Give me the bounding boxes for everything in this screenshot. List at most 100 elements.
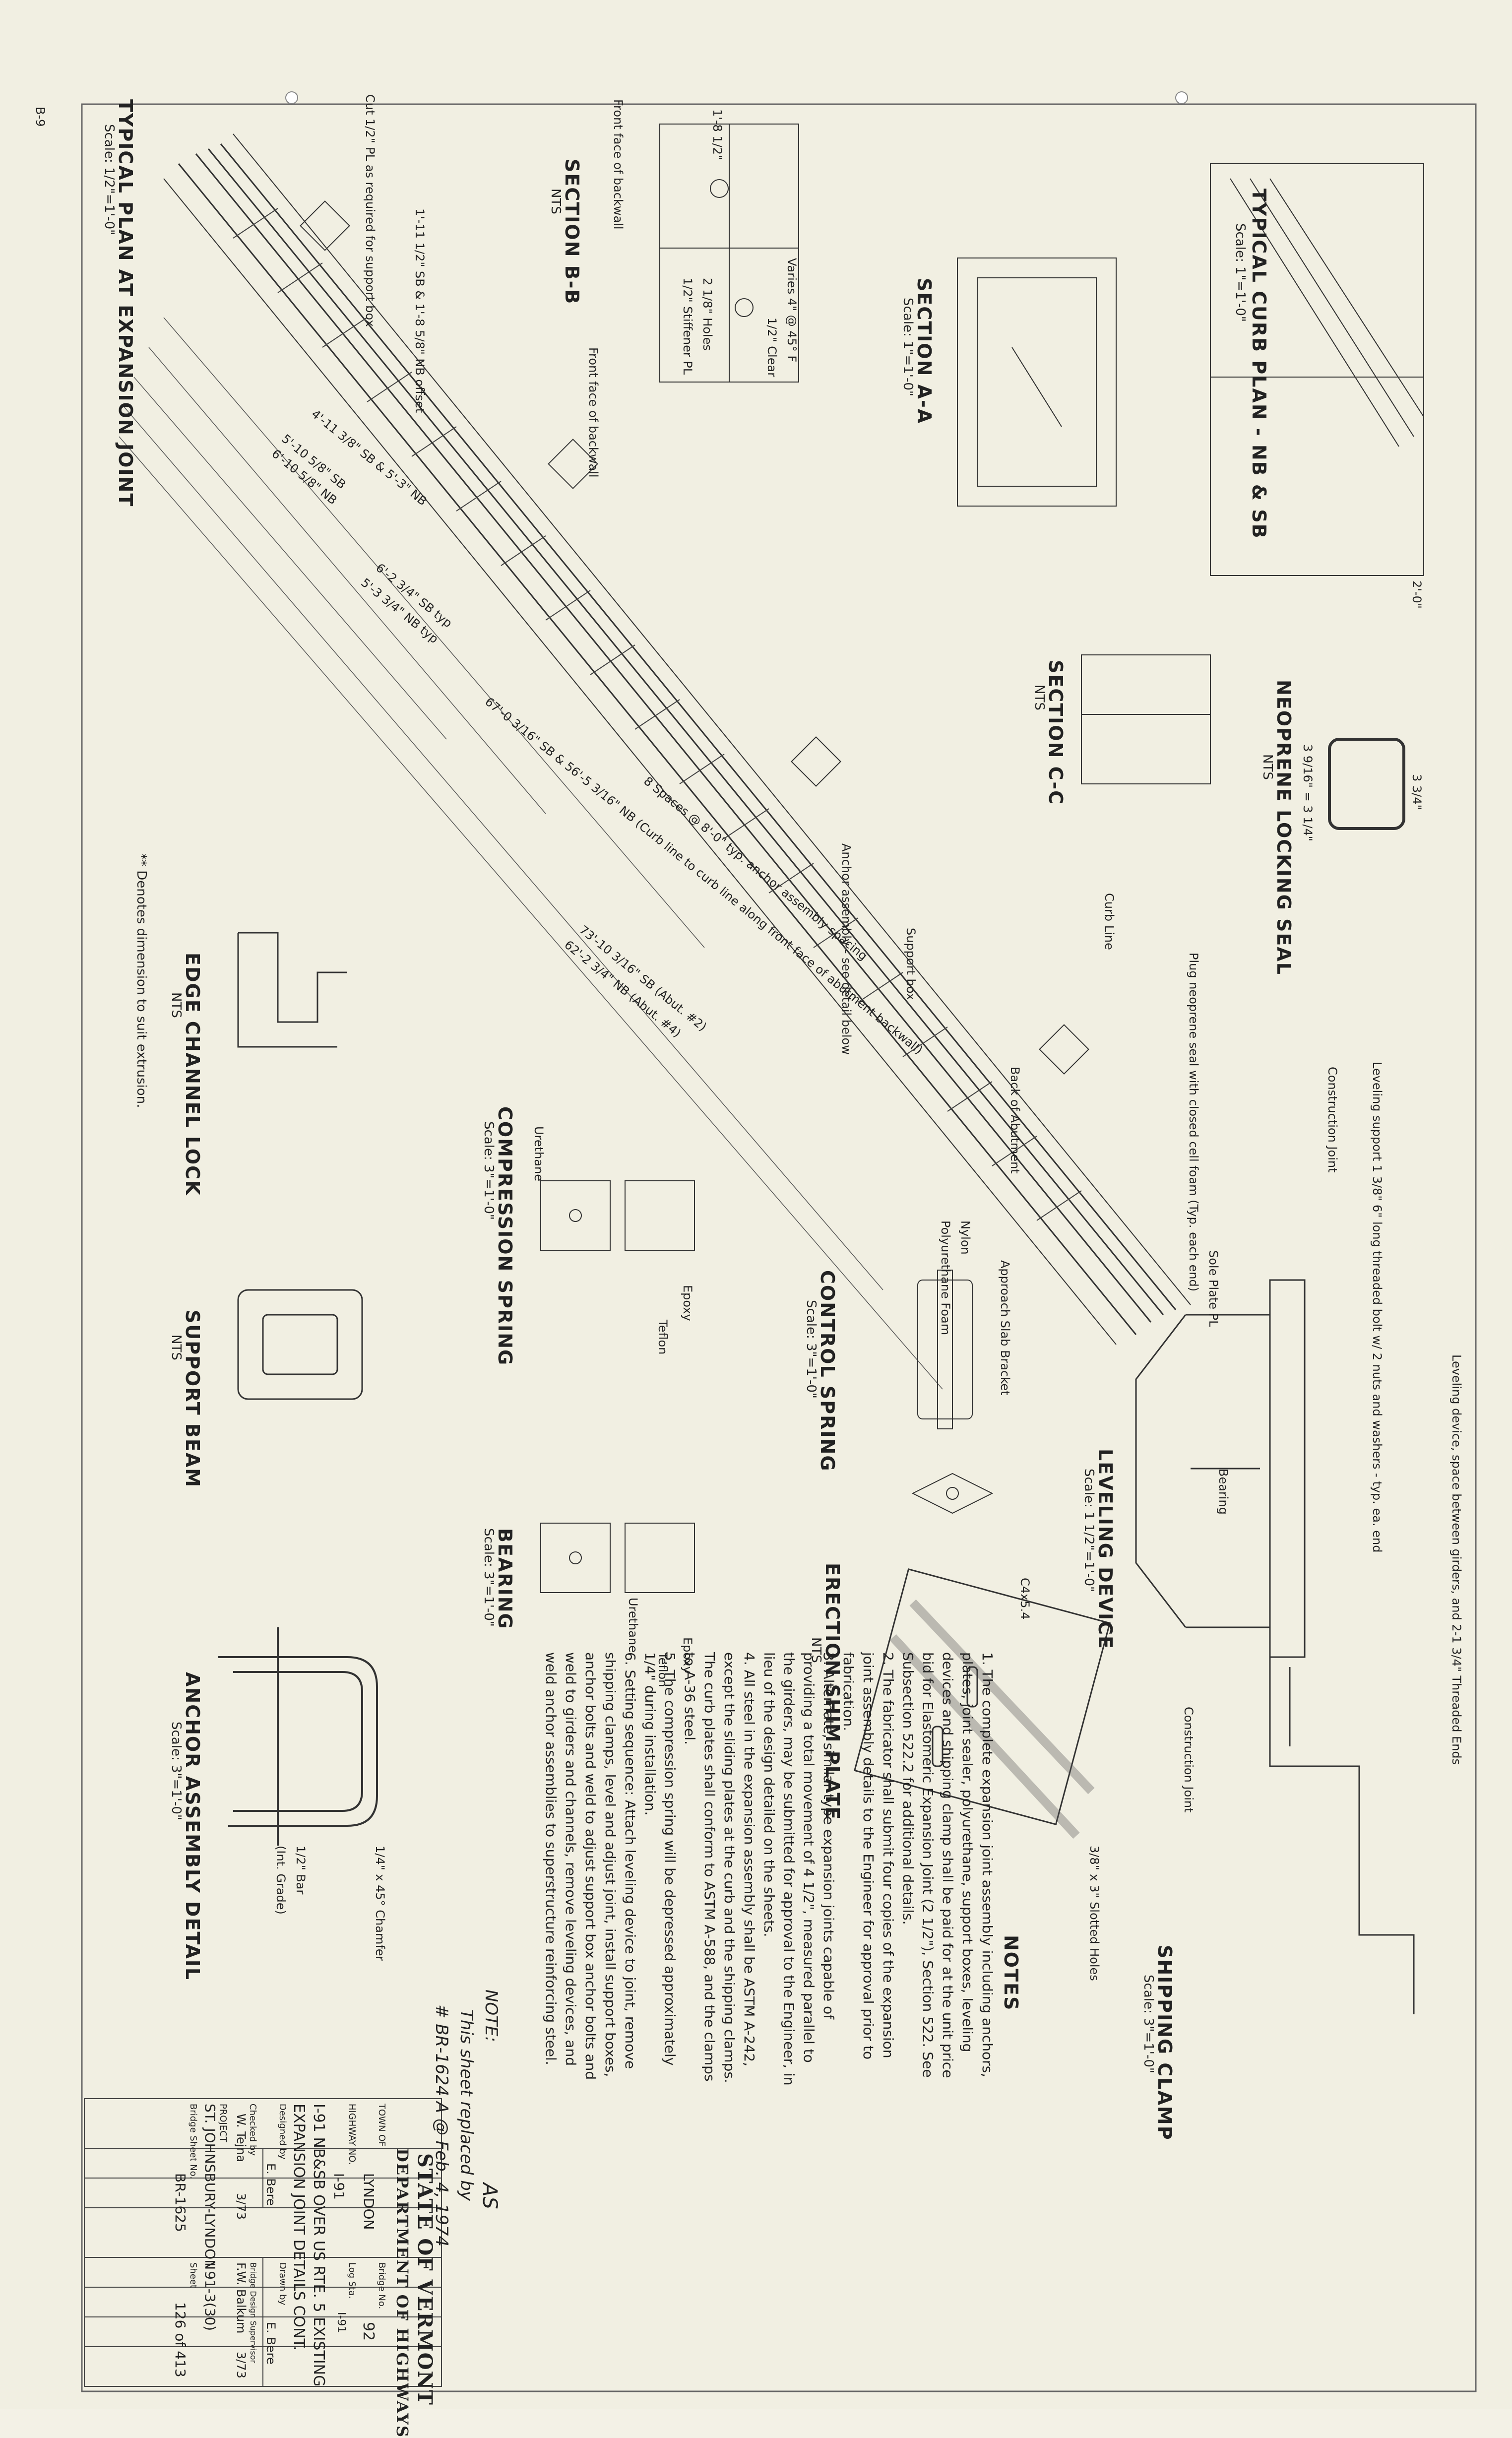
scale-edge-channel-lock: NTS [169,992,184,1018]
callout-chamfer: 1/4" x 45° Chamfer [373,1846,387,1961]
title-project-label: PROJECT [218,2104,228,2142]
typical-curb-plan [1210,163,1424,576]
edge-channel-lock [237,932,347,1048]
note-item: 5. The compression spring will be depres… [642,1652,678,2066]
title-bridge-sheet: BR-1625 [172,2173,189,2232]
notes-heading: NOTES [1000,1935,1022,2011]
title-town: LYNDON [361,2173,377,2230]
scale-section-aa: Scale: 1"=1'-0" [900,298,915,396]
callout-grade: (Int. Grade) [274,1846,288,1915]
callout-construction-joint: Construction Joint [1325,1067,1339,1173]
title-highway-label: HIGHWAY NO. [347,2104,357,2165]
title-supervisor: F.W. Balkum [234,2262,248,2334]
title-designed-label: Designed by [277,2104,288,2160]
title-designed-by: E. Bere [264,2163,278,2206]
callout-polyurethane-foam: Polyurethane Foam [939,1220,952,1336]
title-anchor-assembly: ANCHOR ASSEMBLY DETAIL [182,1672,203,1981]
title-control-spring: CONTROL SPRING [817,1270,838,1472]
bearing [540,1523,695,1593]
replacement-note-line1: This sheet replaced by [456,2009,476,2201]
anchor-assembly-detail [218,1627,378,1846]
title-state: STATE OF VERMONT [413,2153,437,2406]
title-checked-by: W. Tejna [234,2114,248,2163]
scale-section-cc: NTS [1032,685,1047,710]
section-bb [659,124,799,383]
scale-shipping-clamp: Scale: 3"=1'-0" [1141,1975,1156,2073]
callout-front-face: Front face of backwall [611,99,625,230]
callout-c4: C4x5.4 [1018,1578,1032,1620]
sheet-border [81,103,1477,2392]
note-item: 3. Alternate, similar type expansion joi… [761,1652,837,2086]
title-supervisor-date: 3/73 [234,2352,248,2378]
scale-bearing: Scale: 3"=1'-0" [481,1528,496,1627]
control-spring [911,1270,994,1514]
scale-control-spring: Scale: 3"=1'-0" [804,1300,819,1399]
neoprene-seal [1328,738,1405,830]
scale-compression-spring: Scale: 3"=1'-0" [481,1121,496,1220]
title-shipping-clamp: SHIPPING CLAMP [1154,1945,1176,2141]
title-sheet-label: Sheet [188,2262,198,2289]
title-highway-no: I-91 [331,2173,347,2200]
note-item: 1. The complete expansion joint assembly… [900,1652,996,2078]
shipping-clamp [1269,1657,1415,2014]
title-bridge-no-label: Bridge No. [377,2262,387,2310]
scale-section-bb: NTS [548,189,563,214]
leveling-device [1135,1279,1306,1658]
callout-offset: 1'-11 1/2" SB & 1'-8 5/8" NB offset [413,208,427,413]
scale-neoprene-seal: NTS [1260,754,1275,780]
callout-holes: 2 1/8" Holes [700,278,714,351]
callout-front-face-2: Front face of backwall [586,347,600,478]
title-leveling-device: LEVELING DEVICE [1094,1449,1116,1650]
punch-hole-right [1175,91,1188,104]
erection-shim-plate [853,1568,1111,1839]
callout-1-8-half: 1'-8 1/2" [710,109,724,161]
title-project-no: I 91-3(30) [202,2262,218,2331]
title-support-beam: SUPPORT BEAM [182,1310,203,1488]
title-sheet: 126 of 413 [172,2302,189,2377]
title-drawn-label: Drawn by [277,2262,288,2306]
note-item: 6. Setting sequence: Attach leveling dev… [543,1652,638,2080]
callout-3-3-4: 3 3/4" [1410,774,1424,810]
callout-bearing: Bearing [1216,1469,1230,1515]
title-project: ST. JOHNSBURY-LYNDON [202,2104,218,2270]
callout-denotes: ** Denotes dimension to suit extrusion. [134,853,149,1108]
section-cc [1081,654,1211,784]
replacement-note-label: NOTE: [481,1989,501,2042]
title-neoprene-seal: NEOPRENE LOCKING SEAL [1273,680,1295,975]
callout-urethane: Urethane [532,1126,546,1181]
note-item: 4. All steel in the expansion assembly s… [682,1652,757,2083]
callout-cut-plate: Cut 1/2" PL as required for support box [363,94,377,327]
callout-sole-plate: Sole Plate PL [1206,1250,1220,1327]
sheet-mark: B-9 [33,107,47,127]
title-supervisor-label: Bridge Design Supervisor [249,2262,258,2364]
title-typical-plan: TYPICAL PLAN AT EXPANSION JOINT [115,99,136,508]
callout-epoxy: Epoxy [681,1285,694,1321]
title-edge-channel-lock: EDGE CHANNEL LOCK [182,953,203,1196]
scale-typical-plan: Scale: 1/2"=1'-0" [102,124,117,236]
callout-bar: 1/2" Bar [294,1846,308,1895]
reinforcing-ticks [233,208,1082,1221]
note-item: 2. The fabricator shall submit four copi… [840,1652,896,2060]
title-bridge-no: 92 [360,2322,377,2341]
callout-support-box: Support box [904,928,918,1000]
callout-approach-slab: Approach Slab Bracket [998,1260,1012,1396]
title-drawn-by: E. Bere [264,2322,278,2365]
callout-clear: 1/2" Clear [765,318,779,378]
title-description-2: EXPANSION JOINT DETAILS CONT. [290,2104,308,2351]
callout-leveling-device-note: Leveling device, space between girders, … [1449,1354,1463,1765]
support-boxes [300,200,1089,1075]
callout-plug: Plug neoprene seal with closed cell foam… [1187,953,1200,1292]
title-log-sta: I-91 [335,2312,347,2333]
title-block [84,2098,442,2387]
expansion-joint-plan [163,133,1191,1345]
title-checked-date: 3/73 [234,2193,248,2220]
scale-leveling-device: Scale: 1 1/2"=1'-0" [1081,1469,1096,1592]
section-aa [957,257,1117,507]
compression-spring [540,1180,695,1251]
callout-3-7-16: 3 9/16" = 3 1/4" [1301,744,1315,841]
title-checked-label: Checked by [248,2104,258,2156]
title-bridge-sheet-label: Bridge Sheet No. [188,2104,198,2180]
callout-urethane-2: Urethane [626,1598,640,1653]
